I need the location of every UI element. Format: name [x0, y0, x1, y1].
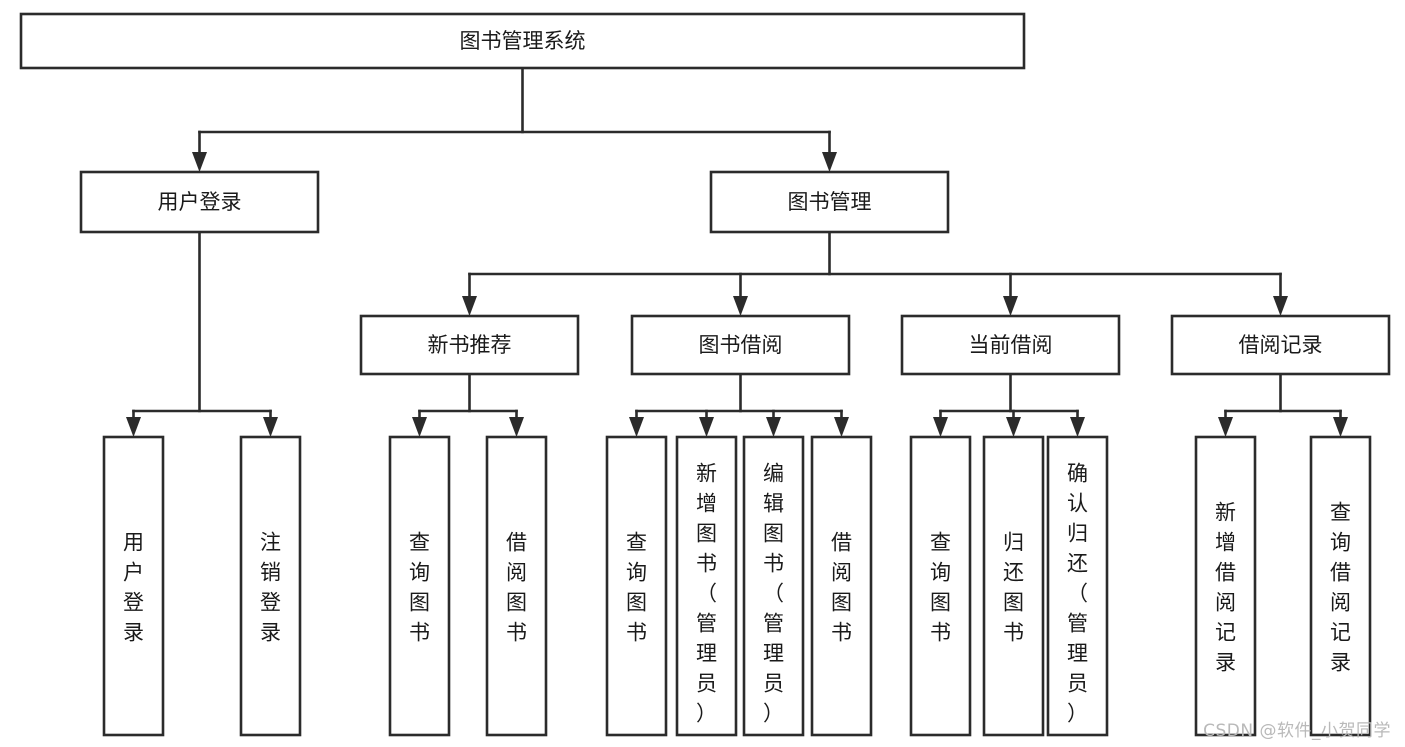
node-box-borrow-records[interactable]: [1170, 314, 1391, 376]
node-leaf-add-record[interactable]: 新增借阅记录: [1194, 435, 1257, 737]
arrow-head-icon: [1273, 296, 1288, 316]
node-box-leaf-query-book-1[interactable]: [388, 435, 451, 737]
arrow-head-icon: [733, 296, 748, 316]
arrow-head-icon: [822, 152, 837, 172]
arrow-head-icon: [834, 417, 849, 437]
node-book-management[interactable]: 图书管理: [709, 170, 950, 234]
node-label-leaf-confirm-return: 确认归还（管理员）: [1067, 461, 1088, 725]
node-label-leaf-borrow-book-2: 借阅图书: [831, 530, 852, 644]
node-label-user-login: 用户登录: [158, 190, 242, 214]
node-leaf-query-record[interactable]: 查询借阅记录: [1309, 435, 1372, 737]
node-label-root: 图书管理系统: [460, 29, 586, 53]
node-box-current-borrow[interactable]: [900, 314, 1121, 376]
node-label-leaf-logout: 注销登录: [260, 530, 281, 644]
node-box-new-book-recommend[interactable]: [359, 314, 580, 376]
node-box-leaf-user-login[interactable]: [102, 435, 165, 737]
node-label-leaf-borrow-book-1: 借阅图书: [506, 530, 527, 644]
node-box-leaf-borrow-book-2[interactable]: [810, 435, 873, 737]
node-label-new-book-recommend: 新书推荐: [428, 333, 512, 357]
node-box-leaf-confirm-return[interactable]: [1046, 435, 1109, 737]
nodes-layer: 图书管理系统用户登录图书管理新书推荐图书借阅当前借阅借阅记录用户登录注销登录查询…: [19, 12, 1391, 737]
node-label-leaf-query-record: 查询借阅记录: [1330, 500, 1351, 674]
node-leaf-query-book-3[interactable]: 查询图书: [909, 435, 972, 737]
node-leaf-logout[interactable]: 注销登录: [239, 435, 302, 737]
node-label-book-borrow: 图书借阅: [699, 333, 783, 357]
edges-layer: [126, 66, 1348, 437]
arrow-head-icon: [1333, 417, 1348, 437]
arrow-head-icon: [933, 417, 948, 437]
node-box-leaf-return-book[interactable]: [982, 435, 1045, 737]
node-borrow-records[interactable]: 借阅记录: [1170, 314, 1391, 376]
node-book-borrow[interactable]: 图书借阅: [630, 314, 851, 376]
node-leaf-query-book-2[interactable]: 查询图书: [605, 435, 668, 737]
node-leaf-add-book[interactable]: 新增图书（管理员）: [675, 435, 738, 737]
node-label-leaf-edit-book: 编辑图书（管理员）: [763, 461, 784, 725]
node-leaf-confirm-return[interactable]: 确认归还（管理员）: [1046, 435, 1109, 737]
node-leaf-return-book[interactable]: 归还图书: [982, 435, 1045, 737]
node-label-book-management: 图书管理: [788, 190, 872, 214]
arrow-head-icon: [766, 417, 781, 437]
arrow-head-icon: [192, 152, 207, 172]
edge-group-current-borrow: [933, 372, 1085, 437]
node-box-leaf-query-book-2[interactable]: [605, 435, 668, 737]
arrow-head-icon: [629, 417, 644, 437]
node-label-leaf-query-book-3: 查询图书: [930, 530, 951, 644]
node-current-borrow[interactable]: 当前借阅: [900, 314, 1121, 376]
node-label-leaf-return-book: 归还图书: [1003, 530, 1024, 644]
node-new-book-recommend[interactable]: 新书推荐: [359, 314, 580, 376]
node-label-borrow-records: 借阅记录: [1239, 333, 1323, 357]
watermark-label: CSDN @软件_小贺同学: [1203, 721, 1391, 741]
arrow-head-icon: [1218, 417, 1233, 437]
node-root[interactable]: 图书管理系统: [19, 12, 1026, 70]
edge-group-user-login: [126, 230, 278, 437]
edge-group-borrow-records: [1218, 372, 1348, 437]
node-box-book-borrow[interactable]: [630, 314, 851, 376]
arrow-head-icon: [462, 296, 477, 316]
edge-group-book-management: [462, 230, 1288, 316]
node-leaf-borrow-book-1[interactable]: 借阅图书: [485, 435, 548, 737]
node-box-user-login[interactable]: [79, 170, 320, 234]
edge-group-book-borrow: [629, 372, 849, 437]
node-label-current-borrow: 当前借阅: [969, 333, 1053, 357]
node-label-leaf-add-record: 新增借阅记录: [1215, 500, 1236, 674]
node-box-leaf-add-record[interactable]: [1194, 435, 1257, 737]
node-box-leaf-logout[interactable]: [239, 435, 302, 737]
arrow-head-icon: [1070, 417, 1085, 437]
node-box-leaf-query-book-3[interactable]: [909, 435, 972, 737]
arrow-head-icon: [1003, 296, 1018, 316]
arrow-head-icon: [412, 417, 427, 437]
edge-group-root: [192, 66, 837, 172]
node-label-leaf-query-book-2: 查询图书: [626, 530, 647, 644]
node-user-login[interactable]: 用户登录: [79, 170, 320, 234]
node-leaf-edit-book[interactable]: 编辑图书（管理员）: [742, 435, 805, 737]
node-label-leaf-query-book-1: 查询图书: [409, 530, 430, 644]
node-box-book-management[interactable]: [709, 170, 950, 234]
node-leaf-query-book-1[interactable]: 查询图书: [388, 435, 451, 737]
arrow-head-icon: [699, 417, 714, 437]
node-label-leaf-user-login: 用户登录: [123, 530, 144, 644]
arrow-head-icon: [1006, 417, 1021, 437]
node-box-root[interactable]: [19, 12, 1026, 70]
node-box-leaf-borrow-book-1[interactable]: [485, 435, 548, 737]
edge-group-new-book-recommend: [412, 372, 524, 437]
node-label-leaf-add-book: 新增图书（管理员）: [696, 461, 717, 725]
arrow-head-icon: [263, 417, 278, 437]
node-leaf-borrow-book-2[interactable]: 借阅图书: [810, 435, 873, 737]
node-leaf-user-login[interactable]: 用户登录: [102, 435, 165, 737]
arrow-head-icon: [126, 417, 141, 437]
node-box-leaf-add-book[interactable]: [675, 435, 738, 737]
node-box-leaf-query-record[interactable]: [1309, 435, 1372, 737]
arrow-head-icon: [509, 417, 524, 437]
node-box-leaf-edit-book[interactable]: [742, 435, 805, 737]
